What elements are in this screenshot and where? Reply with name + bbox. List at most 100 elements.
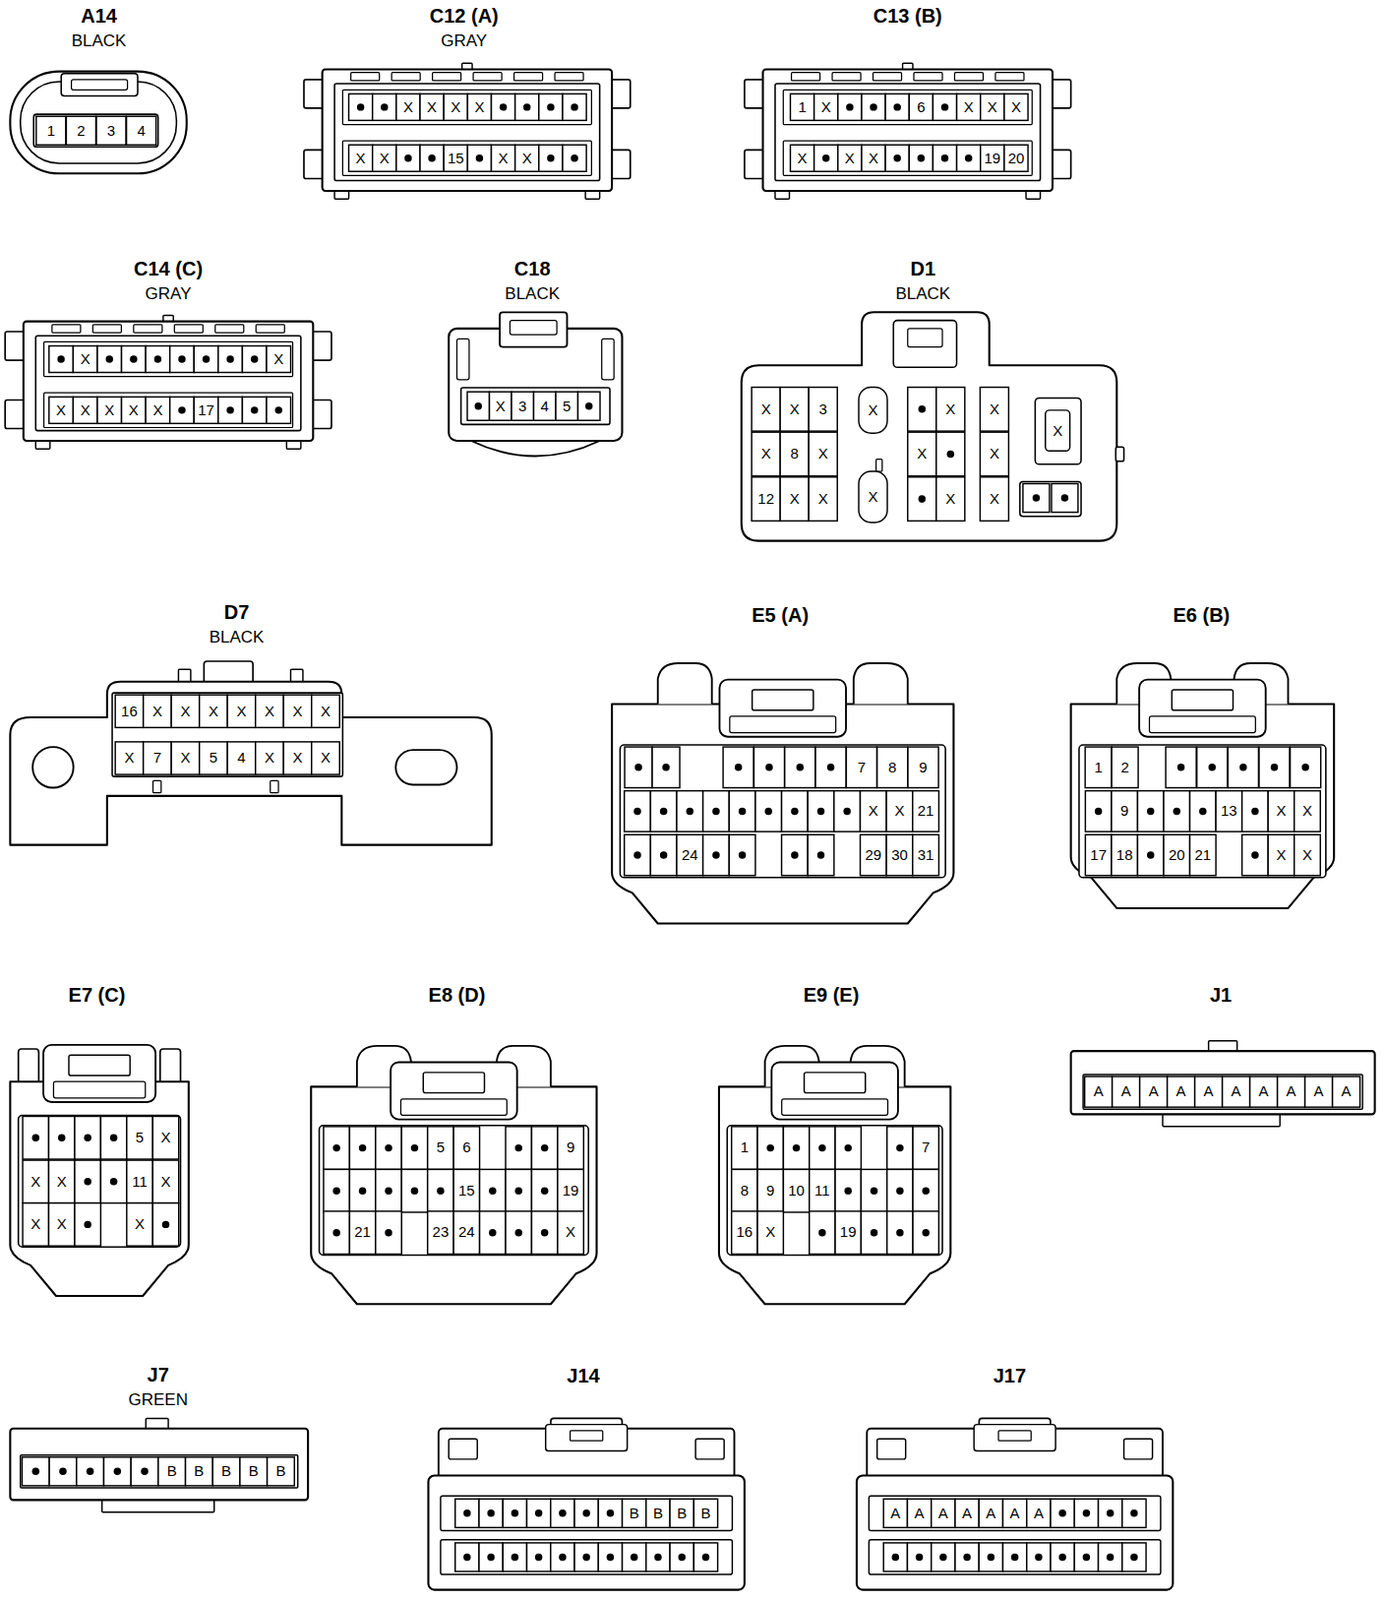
- pin-dot: [987, 1553, 995, 1561]
- housing-latch: [973, 1424, 1056, 1451]
- housing-latch: [893, 320, 957, 368]
- pin-dot: [1106, 1553, 1114, 1561]
- pin-label: 23: [432, 1223, 450, 1240]
- pin-label: 7: [857, 759, 866, 776]
- pin-cell: [980, 93, 1005, 121]
- housing-latch: [998, 1430, 1031, 1441]
- pin-dot: [921, 1186, 929, 1194]
- pin-cell: [860, 1210, 887, 1255]
- pin-label: X: [1302, 802, 1313, 819]
- pin-dot: [917, 154, 925, 162]
- pin-cell: [193, 396, 219, 423]
- housing-tower: [658, 662, 713, 704]
- pin-dot: [843, 1186, 851, 1194]
- pin-dot: [535, 1508, 542, 1516]
- pin-dot: [964, 154, 972, 162]
- connector-view: C12 (A)GRAY: [298, 1, 631, 200]
- pin-cell: [372, 93, 397, 121]
- connector-color: BLACK: [9, 29, 187, 54]
- pin-label: X: [1052, 422, 1063, 439]
- pin-label: 19: [983, 150, 1001, 167]
- pin-label: X: [356, 150, 366, 167]
- pin-label: X: [236, 703, 246, 720]
- pin-label: 24: [458, 1223, 476, 1240]
- mounting-hole: [32, 746, 73, 787]
- pin-cell: [1084, 1076, 1113, 1107]
- pin-label: X: [916, 445, 927, 462]
- pin-cell: [979, 387, 1009, 432]
- pin-dot: [86, 1467, 94, 1475]
- pin-label: X: [80, 351, 91, 367]
- pin-cell: [835, 1168, 861, 1212]
- housing-rib: [215, 324, 244, 333]
- pin-dot: [796, 763, 804, 771]
- pin-label: 4: [237, 749, 245, 766]
- connector-drawing: [719, 1045, 951, 1304]
- pin-cell: [531, 1168, 557, 1212]
- connector-drawing: [856, 1417, 1173, 1589]
- connector-name: C14 (C): [4, 254, 332, 283]
- pin-dot: [677, 1553, 685, 1561]
- pin-cell: [267, 1456, 296, 1486]
- pin-cell: [126, 1203, 153, 1247]
- pin-cell: [845, 746, 877, 787]
- pin-cell: [1050, 1498, 1075, 1527]
- pin-cell: [936, 387, 965, 432]
- connector-view: J14: [421, 1361, 745, 1592]
- pin-dot: [332, 1228, 340, 1236]
- pin-dot: [511, 1553, 519, 1561]
- pin-label: X: [868, 488, 879, 505]
- pin-label: 5: [562, 398, 571, 415]
- pin-cell: [1074, 1498, 1098, 1527]
- pin-cell: [1084, 834, 1112, 875]
- pin-cell: [396, 93, 421, 121]
- pin-cell: [49, 1159, 75, 1204]
- pin-cell: [375, 1168, 402, 1212]
- housing-latch: [907, 328, 943, 348]
- pin-cell: [1195, 1076, 1223, 1107]
- pin-cell: [49, 1115, 75, 1159]
- housing-outline: [856, 1474, 1173, 1589]
- pin-label: X: [30, 1173, 41, 1190]
- pin-dot: [1146, 850, 1154, 858]
- pin-dot: [686, 807, 694, 815]
- pin-cell: [489, 391, 512, 421]
- pin-label: X: [292, 703, 302, 720]
- pin-cell: [103, 1456, 131, 1486]
- pin-cell: [887, 1210, 913, 1255]
- pin-cell: [757, 1168, 783, 1212]
- pin-cell: [789, 144, 814, 172]
- pin-cell: [185, 1456, 214, 1486]
- pin-dot: [140, 1467, 148, 1475]
- pin-label: A: [1286, 1083, 1297, 1099]
- pin-label: 24: [681, 846, 699, 863]
- connector-name: C12 (A): [298, 1, 631, 30]
- pin-dot: [765, 807, 773, 815]
- pin-cell: [932, 144, 957, 172]
- pin-cell: [669, 1542, 694, 1571]
- pin-cell: [227, 694, 256, 727]
- pin-label: X: [450, 99, 461, 116]
- pin-band: [440, 1539, 733, 1574]
- pin-dot: [486, 1508, 494, 1516]
- pin-dot: [606, 1508, 614, 1516]
- pin-label: X: [565, 1223, 576, 1240]
- pin-dot: [1058, 1508, 1066, 1516]
- pin-band: [868, 1495, 1161, 1530]
- pin-cell: [1165, 746, 1197, 787]
- pin-label: X: [104, 402, 115, 419]
- pin-label: 12: [757, 490, 775, 507]
- connector-view: J1: [1067, 980, 1376, 1127]
- pin-label: 18: [1116, 846, 1134, 863]
- pin-label: 4: [136, 122, 145, 139]
- pin-grid: [731, 1126, 940, 1255]
- housing-outline: [456, 338, 469, 379]
- pin-cell: [555, 391, 578, 421]
- pin-label: X: [894, 802, 904, 819]
- pin-label: 30: [891, 846, 908, 863]
- housing-latch: [499, 311, 567, 347]
- pin-dot: [226, 355, 234, 362]
- pin-dot: [475, 402, 482, 410]
- pin-label: X: [498, 150, 509, 167]
